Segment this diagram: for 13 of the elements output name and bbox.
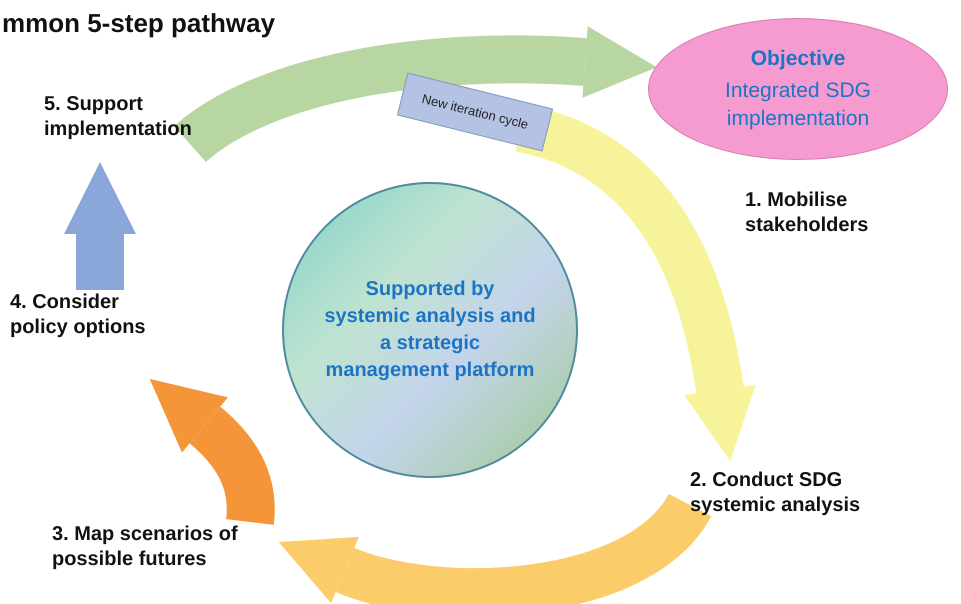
tag-text: New iteration cycle: [420, 91, 530, 133]
curved-arrow: [150, 378, 275, 524]
step-label: 5. Support implementation: [44, 92, 204, 144]
circle-text: Supported by systemic analysis and a strategic management platform: [324, 277, 536, 383]
step-label: 3. Map scenarios of possible futures: [52, 522, 267, 574]
curved-arrow: [276, 491, 710, 604]
step-label: 1. Mobilise stakeholders: [745, 188, 895, 240]
heading: Objective: [750, 46, 846, 72]
step-label: 2. Conduct SDG systemic analysis: [690, 468, 930, 528]
title: mmon 5-step pathway: [2, 8, 276, 39]
curved-arrow: [64, 162, 136, 290]
objective-text: Integrated SDG implementation: [724, 78, 872, 132]
step-label: 4. Consider policy options: [10, 290, 150, 380]
